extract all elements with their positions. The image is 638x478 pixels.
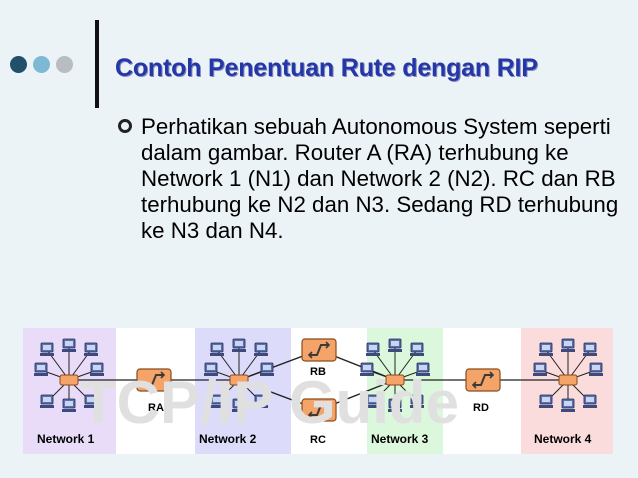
computer-icon <box>210 342 224 356</box>
computer-icon <box>583 394 597 408</box>
computer-icon <box>210 394 224 408</box>
bullet-item: Perhatikan sebuah Autonomous System sepe… <box>118 114 623 244</box>
network-4-label: Network 4 <box>534 432 592 446</box>
computer-icon <box>561 398 575 412</box>
router-rc-label: RC <box>310 434 326 446</box>
computer-icon <box>589 362 603 376</box>
network-2-label: Network 2 <box>199 432 257 446</box>
computer-icon <box>40 342 54 356</box>
router-ra-label: RA <box>148 402 164 414</box>
bullet-icon <box>118 119 132 133</box>
computer-icon <box>533 362 547 376</box>
computer-icon <box>388 338 402 352</box>
computer-icon <box>84 394 98 408</box>
computer-icon <box>84 342 98 356</box>
network-3-area <box>367 328 443 454</box>
computer-icon <box>366 394 380 408</box>
dot-1 <box>10 56 27 73</box>
bullet-text: Perhatikan sebuah Autonomous System sepe… <box>141 114 619 243</box>
network-3-label: Network 3 <box>371 432 429 446</box>
computer-icon <box>254 394 268 408</box>
computer-icon <box>254 342 268 356</box>
computer-icon <box>232 338 246 352</box>
dot-3 <box>56 56 73 73</box>
computer-icon <box>260 362 274 376</box>
computer-icon <box>62 398 76 412</box>
title-divider <box>95 20 99 108</box>
hub-network-1 <box>34 338 104 412</box>
computer-icon <box>40 394 54 408</box>
network-1-label: Network 1 <box>37 432 95 446</box>
computer-icon <box>90 362 104 376</box>
router-rb-label: RB <box>310 366 326 378</box>
computer-icon <box>539 394 553 408</box>
computer-icon <box>539 342 553 356</box>
computer-icon <box>232 398 246 412</box>
computer-icon <box>416 362 430 376</box>
computer-icon <box>360 362 374 376</box>
router-rd-label: RD <box>473 402 489 414</box>
router-rb-icon <box>301 338 337 362</box>
hub-network-3 <box>360 338 430 412</box>
computer-icon <box>561 338 575 352</box>
router-rd-icon <box>465 368 501 392</box>
dot-2 <box>33 56 50 73</box>
network-diagram-svg: Network 1 Network 2 Network 3 Network 4 … <box>23 328 613 454</box>
decorative-dots <box>10 56 73 73</box>
computer-icon <box>410 342 424 356</box>
hub-network-4 <box>533 338 603 412</box>
router-ra-icon <box>136 368 172 392</box>
network-diagram: Network 1 Network 2 Network 3 Network 4 … <box>23 328 613 454</box>
computer-icon <box>583 342 597 356</box>
hub-network-2 <box>204 338 274 412</box>
router-rc-icon <box>301 398 337 422</box>
computer-icon <box>204 362 218 376</box>
computer-icon <box>388 398 402 412</box>
computer-icon <box>410 394 424 408</box>
slide-title: Contoh Penentuan Rute dengan RIP <box>115 54 538 82</box>
computer-icon <box>366 342 380 356</box>
computer-icon <box>34 362 48 376</box>
computer-icon <box>62 338 76 352</box>
